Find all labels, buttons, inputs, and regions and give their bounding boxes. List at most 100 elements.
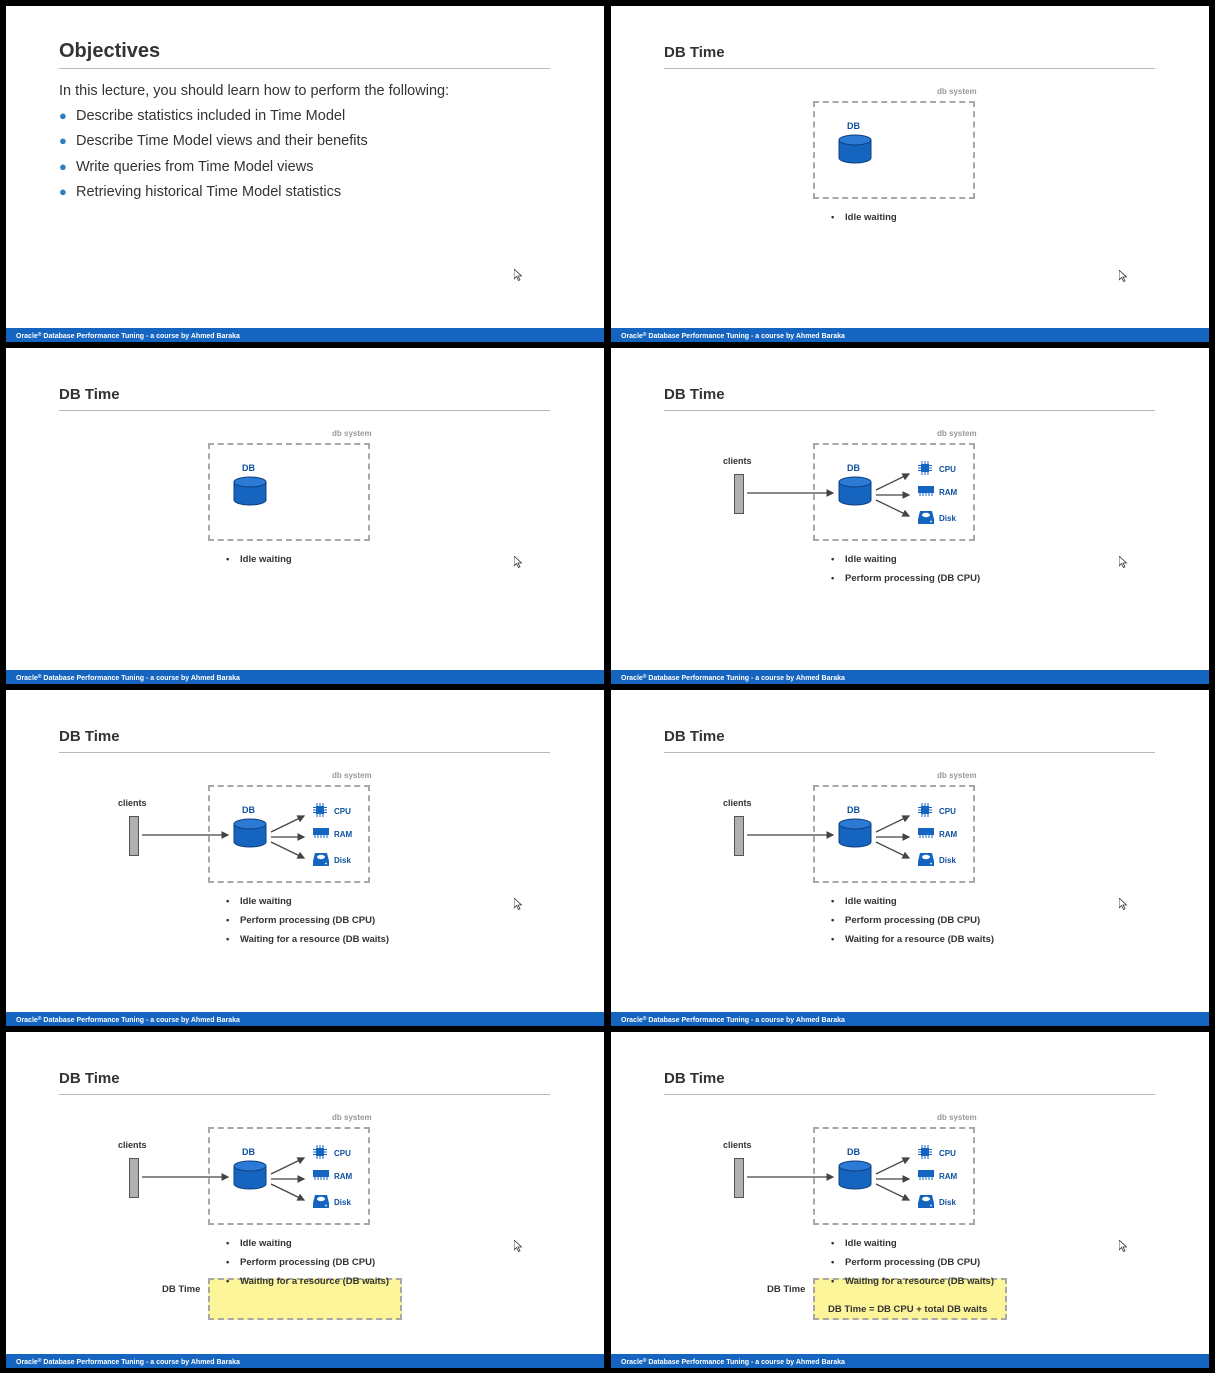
db-time-side-label: DB Time (767, 1284, 806, 1295)
bullet-item: •Perform processing (DB CPU) (831, 1257, 981, 1268)
slide-footer: Oracle® Database Performance Tuning - a … (611, 1354, 1209, 1368)
slide-footer: Oracle® Database Performance Tuning - a … (6, 1354, 604, 1368)
db-time-highlight (813, 1278, 1007, 1320)
title-divider (59, 68, 550, 69)
mouse-cursor-icon (1118, 269, 1128, 287)
cpu-resource: CPU (918, 461, 956, 475)
cylinder-db-icon (838, 1160, 872, 1195)
bullet-item: •Idle waiting (831, 212, 897, 223)
slide-title: DB Time (664, 44, 725, 61)
mouse-cursor-icon (513, 1239, 523, 1257)
slide-footer: Oracle® Database Performance Tuning - a … (611, 328, 1209, 342)
clients-bar (129, 816, 139, 856)
slide-footer: Oracle® Database Performance Tuning - a … (6, 1012, 604, 1026)
mouse-cursor-icon (1118, 897, 1128, 915)
cpu-resource: CPU (918, 1145, 956, 1159)
slide-title: DB Time (664, 1070, 725, 1087)
clients-bar (129, 1158, 139, 1198)
db-system-label: db system (937, 1113, 977, 1122)
bullet-item: •Perform processing (DB CPU) (831, 573, 981, 584)
title-divider (664, 410, 1155, 411)
title-divider (59, 1094, 550, 1095)
slide-footer: Oracle® Database Performance Tuning - a … (6, 328, 604, 342)
mouse-cursor-icon (1118, 555, 1128, 573)
flow-arrows (747, 1157, 911, 1201)
objectives-list: ●Describe statistics included in Time Mo… (59, 108, 368, 209)
objectives-intro: In this lecture, you should learn how to… (59, 83, 450, 99)
clients-bar (734, 816, 744, 856)
slide-footer: Oracle® Database Performance Tuning - a … (611, 670, 1209, 684)
cylinder-db-icon (838, 134, 872, 169)
db-time-highlight (208, 1278, 402, 1320)
db-system-box (813, 1127, 975, 1225)
clients-bar (734, 474, 744, 514)
bullet-item: •Perform processing (DB CPU) (831, 915, 981, 926)
bullet-item: •Waiting for a resource (DB waits) (831, 1276, 995, 1287)
clients-label: clients (723, 798, 752, 808)
list-item: ●Describe Time Model views and their ben… (59, 133, 368, 150)
cylinder-db-icon (233, 818, 267, 853)
disk-resource: Disk (313, 1195, 351, 1208)
flow-arrows (142, 1157, 306, 1201)
clients-label: clients (118, 798, 147, 808)
db-label: DB (847, 805, 860, 815)
bullet-item: •Idle waiting (226, 554, 292, 565)
slide-title: DB Time (59, 1070, 120, 1087)
title-divider (664, 752, 1155, 753)
db-system-box (208, 1127, 370, 1225)
ram-resource: RAM (313, 828, 352, 839)
db-system-label: db system (937, 87, 977, 96)
db-system-box (813, 785, 975, 883)
db-label: DB (847, 121, 860, 131)
disk-resource: Disk (918, 853, 956, 866)
clients-bar (734, 1158, 744, 1198)
slide-footer: Oracle® Database Performance Tuning - a … (6, 670, 604, 684)
flow-arrows (142, 815, 306, 859)
db-system-label: db system (332, 1113, 372, 1122)
cpu-resource: CPU (313, 803, 351, 817)
bullet-item: •Waiting for a resource (DB waits) (226, 1276, 390, 1287)
clients-label: clients (723, 456, 752, 466)
disk-resource: Disk (313, 853, 351, 866)
db-label: DB (242, 1147, 255, 1157)
db-time-formula: DB Time = DB CPU + total DB waits (828, 1304, 988, 1315)
bullet-item: •Perform processing (DB CPU) (226, 915, 376, 926)
db-system-box (813, 101, 975, 199)
cylinder-db-icon (838, 476, 872, 511)
cylinder-db-icon (233, 476, 267, 511)
db-system-box (208, 443, 370, 541)
mouse-cursor-icon (1118, 1239, 1128, 1257)
slide-title: DB Time (59, 728, 120, 745)
db-label: DB (847, 1147, 860, 1157)
bullet-item: •Idle waiting (226, 1238, 292, 1249)
disk-resource: Disk (918, 511, 956, 524)
slide-objectives[interactable]: Objectives In this lecture, you should l… (6, 6, 604, 342)
list-item: ●Write queries from Time Model views (59, 158, 314, 175)
db-time-side-label: DB Time (162, 1284, 201, 1295)
bullet-item: •Waiting for a resource (DB waits) (226, 934, 390, 945)
flow-arrows (747, 815, 911, 859)
disk-resource: Disk (918, 1195, 956, 1208)
db-label: DB (242, 805, 255, 815)
cylinder-db-icon (838, 818, 872, 853)
slide-title: DB Time (59, 386, 120, 403)
slide-footer: Oracle® Database Performance Tuning - a … (611, 1012, 1209, 1026)
bullet-item: •Perform processing (DB CPU) (226, 1257, 376, 1268)
ram-resource: RAM (918, 828, 957, 839)
db-system-label: db system (332, 429, 372, 438)
db-label: DB (242, 463, 255, 473)
db-system-label: db system (937, 429, 977, 438)
db-system-label: db system (332, 771, 372, 780)
slide-title: Objectives (59, 40, 161, 62)
title-divider (664, 1094, 1155, 1095)
ram-resource: RAM (313, 1170, 352, 1181)
slide-title: DB Time (664, 728, 725, 745)
